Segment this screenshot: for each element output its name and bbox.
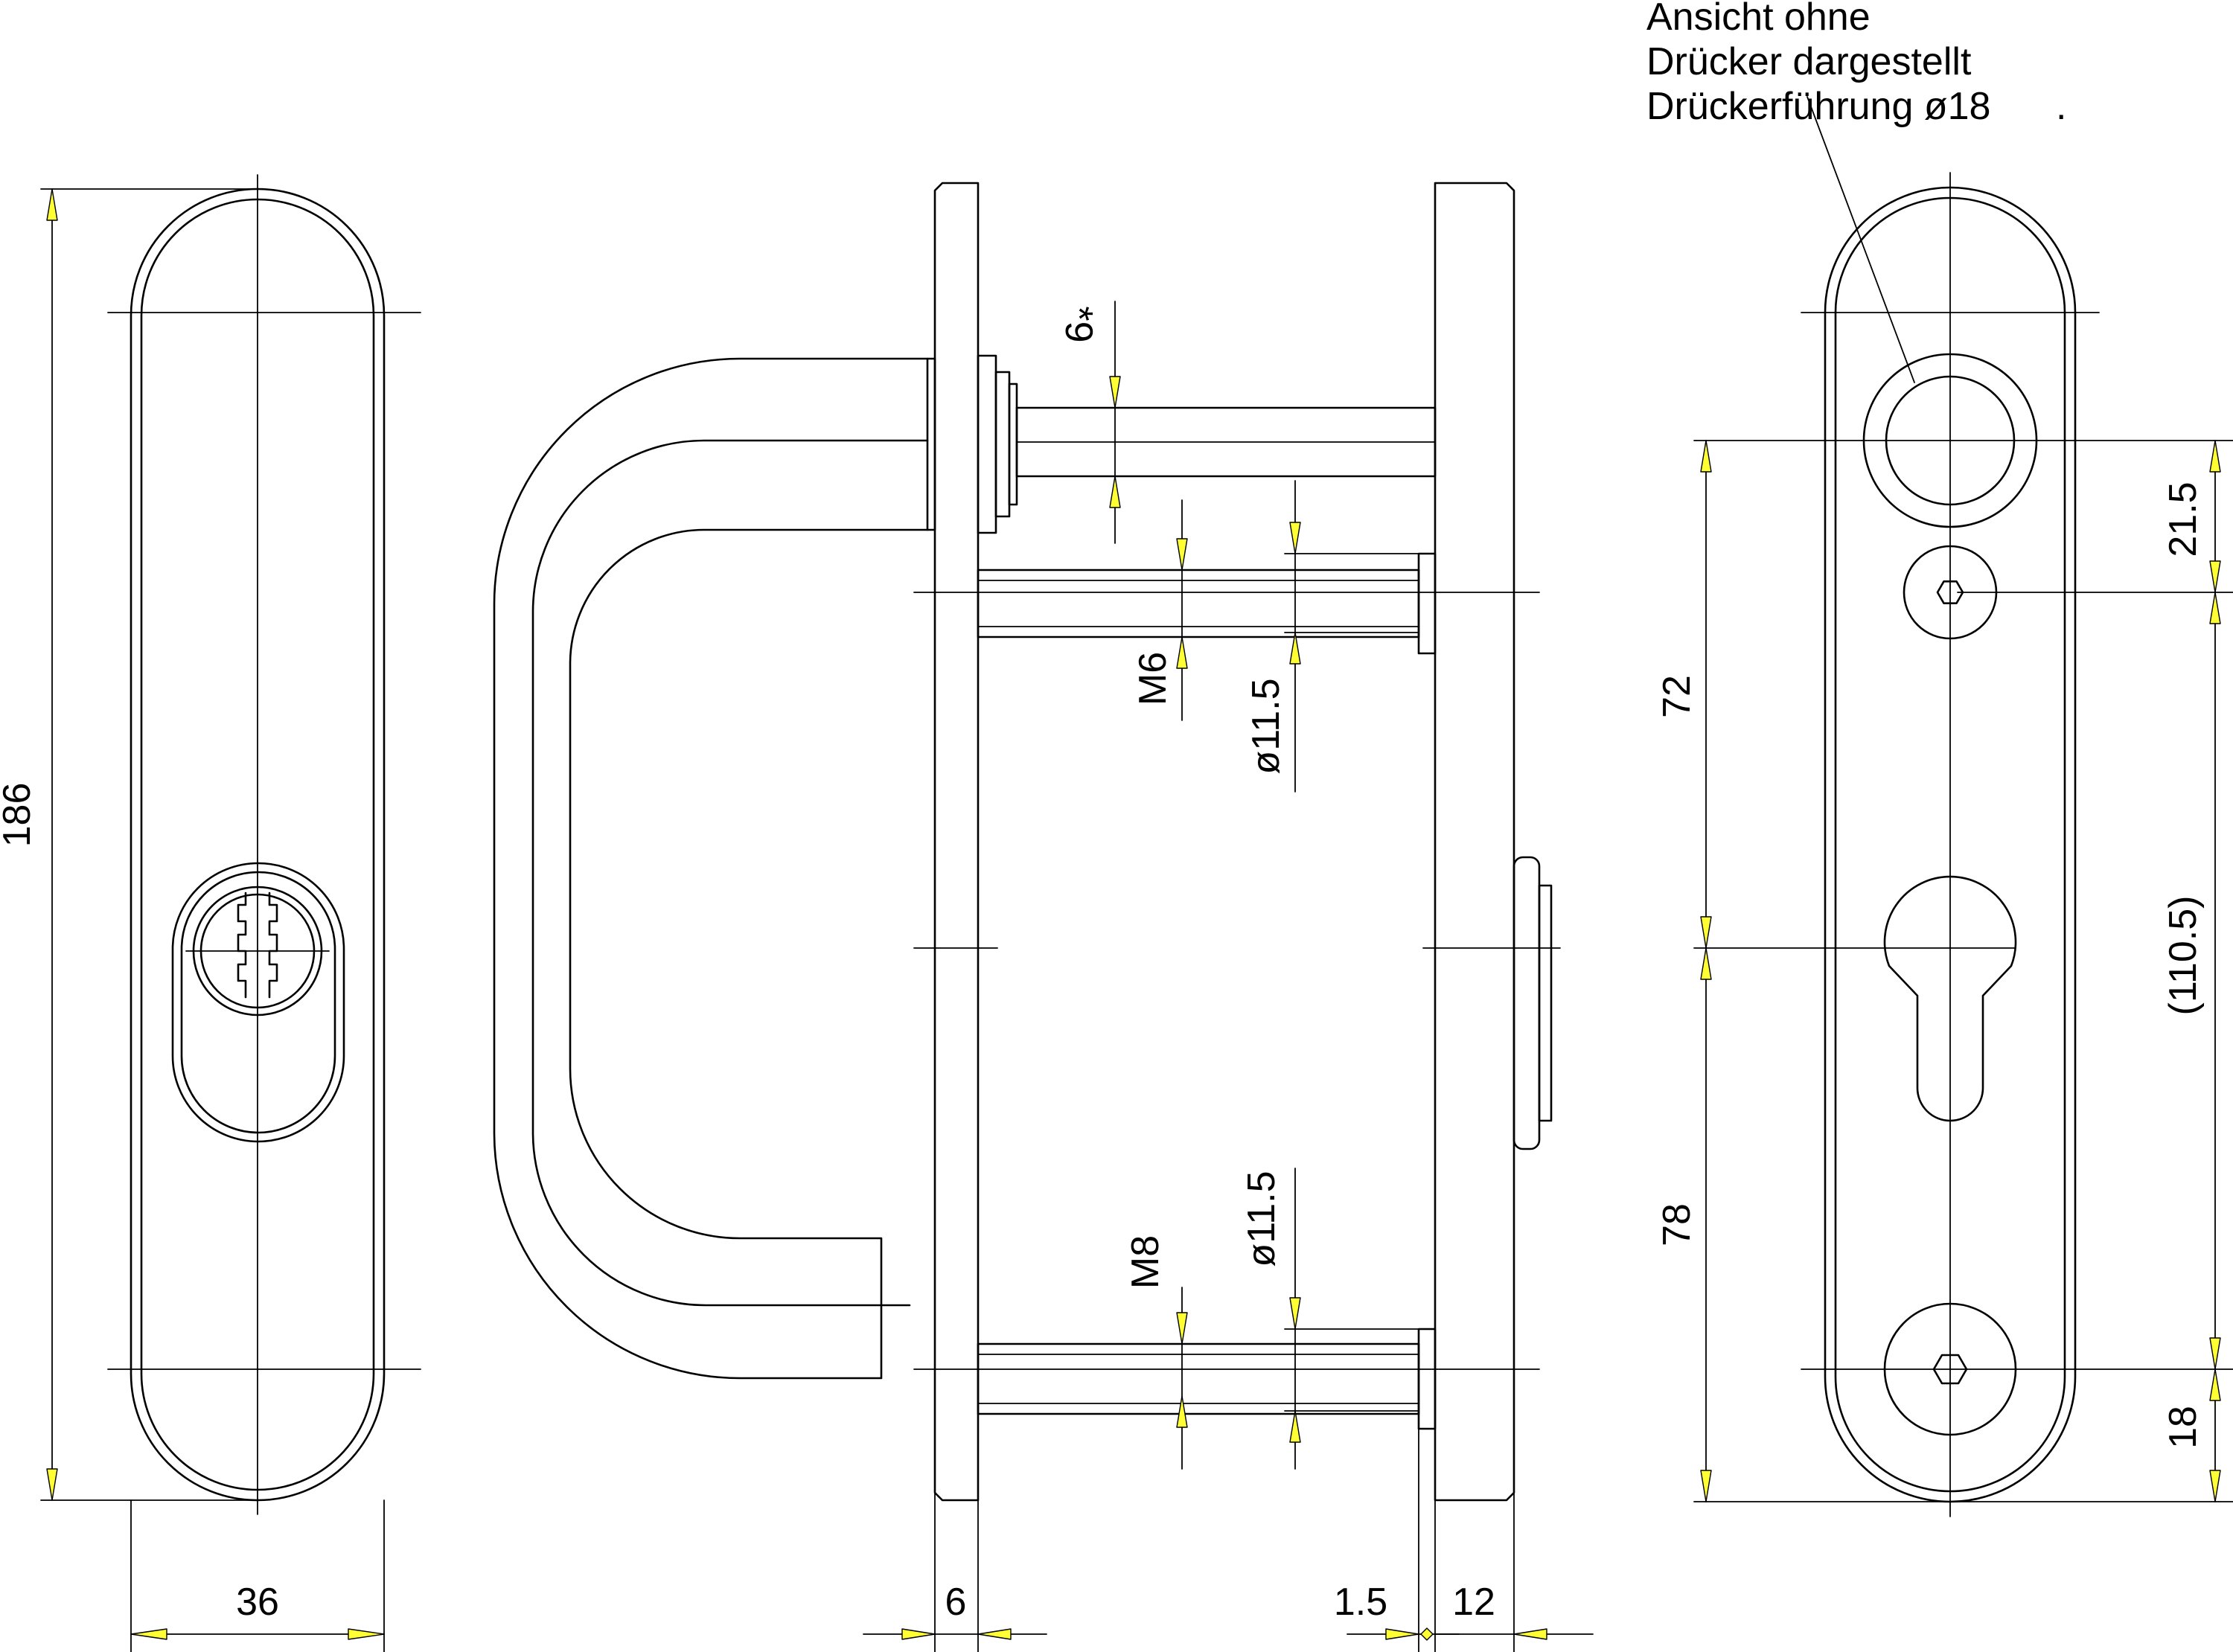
dimension-arrow: [1700, 1470, 1712, 1502]
lever-handle-centerline: [531, 439, 929, 1307]
lever-handle-outer: [493, 357, 929, 1380]
dim-screw-bottom: M8: [1124, 1235, 1167, 1289]
key-profile: [237, 891, 278, 999]
dim-72: 72: [1655, 675, 1699, 718]
dim-sleeve-top: ø11.5: [1245, 678, 1288, 774]
note-line-1: Ansicht ohne: [1646, 0, 1871, 39]
dim-gap: 1.5: [1334, 1581, 1387, 1624]
dimension-arrow: [1289, 1410, 1301, 1443]
dimension-arrow: [901, 1628, 936, 1640]
dimension-arrow: [1700, 440, 1712, 473]
dim-front-width: 36: [236, 1581, 279, 1624]
dimension-arrow: [1176, 1395, 1188, 1428]
dimension-arrow: [977, 1628, 1012, 1640]
cylinder-cover-outer: [171, 862, 345, 1143]
dimension-arrow: [46, 1468, 58, 1501]
dimension-arrow: [1109, 376, 1121, 409]
dimension-arrow: [1289, 1297, 1301, 1330]
dim-18: 18: [2162, 1406, 2205, 1449]
cylinder-cutout: [1883, 875, 2017, 1122]
top-sleeve-head: [1417, 552, 1437, 655]
handle-neck: [926, 357, 936, 531]
dim-plate-thickness: 6: [945, 1581, 967, 1624]
dim-screw-top: M6: [1131, 652, 1175, 705]
dimension-arrow: [2209, 1470, 2221, 1502]
cylinder-stub: [1512, 856, 1541, 1150]
bearing-ring-3: [1008, 382, 1018, 506]
dim-front-height: 186: [0, 783, 39, 848]
front-dimensions: 186 36: [0, 188, 385, 1652]
dimension-arrow: [130, 1628, 167, 1640]
view-note: Ansicht ohne Drücker dargestellt Drücker…: [1646, 0, 2066, 128]
gap-marker: [1420, 1627, 1434, 1641]
dimension-arrow: [2209, 592, 2221, 624]
dimension-arrow: [2209, 1337, 2221, 1370]
bearing-ring-2: [994, 371, 1011, 518]
dimension-arrow: [1513, 1628, 1547, 1640]
bottom-sleeve-head: [1417, 1328, 1437, 1430]
dimension-arrow: [1289, 632, 1301, 665]
dimension-arrow: [1700, 916, 1712, 949]
front-plate-side: [933, 182, 980, 1502]
dim-110-5: (110.5): [2162, 896, 2205, 1016]
cylinder-stub-ring: [1538, 884, 1553, 1122]
rear-plate-side: [1434, 182, 1515, 1502]
dimension-arrow: [1385, 1628, 1419, 1640]
side-dimensions: *9 M6 ø11.5 M8 ø11.5 6: [863, 301, 1594, 1652]
dimension-arrow: [46, 188, 58, 221]
dimension-arrow: [2209, 440, 2221, 473]
cylinder-cover-inner: [180, 871, 336, 1134]
front-view: [107, 174, 421, 1515]
note-leader-line: [1806, 96, 1915, 383]
rear-dimensions: 72 78 21.5 (110.5) 18: [1655, 440, 2233, 1502]
dim-spindle: *9: [1057, 306, 1100, 342]
dim-rear-thickness: 12: [1452, 1581, 1495, 1624]
upper-screw-hex: [1936, 580, 1964, 605]
bearing-ring: [977, 354, 997, 534]
note-line-2: Drücker dargestellt: [1646, 40, 1972, 83]
dimension-arrow: [1700, 947, 1712, 980]
dimension-arrow: [2209, 1368, 2221, 1401]
dimension-arrow: [348, 1628, 385, 1640]
dim-sleeve-bottom: ø11.5: [1240, 1171, 1283, 1267]
dim-78: 78: [1655, 1203, 1699, 1246]
note-line-3-dot: .: [2056, 85, 2066, 128]
dimension-arrow: [1176, 538, 1188, 571]
side-view: [493, 182, 1561, 1502]
dimension-arrow: [1176, 1312, 1188, 1345]
dimension-arrow: [2209, 560, 2221, 593]
note-line-3: Drückerführung ø18: [1646, 85, 1990, 128]
rear-view: [1801, 96, 2100, 1517]
dim-21-5: 21.5: [2162, 481, 2205, 557]
dimension-arrow: [1109, 476, 1121, 508]
dimension-arrow: [1176, 636, 1188, 669]
dimension-arrow: [1289, 522, 1301, 554]
